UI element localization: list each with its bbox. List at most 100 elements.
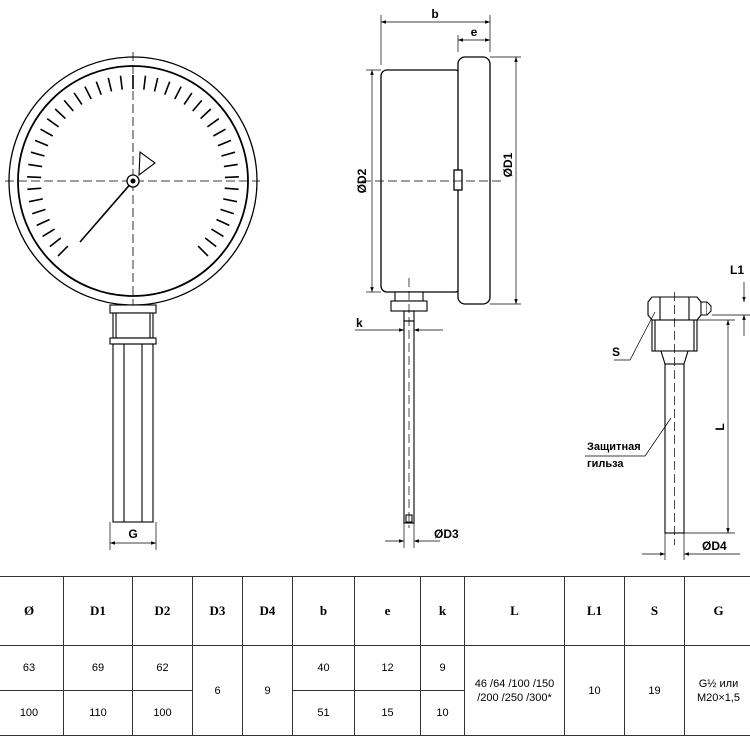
header-l1: L1 xyxy=(564,576,625,646)
side-case xyxy=(380,56,491,305)
dial-tick xyxy=(107,77,113,92)
cell-s: 19 xyxy=(624,645,685,736)
dial-tick xyxy=(224,176,239,179)
technical-drawing: G b e xyxy=(5,7,750,560)
cell-dia: 63 xyxy=(0,645,64,691)
front-connection-fitting xyxy=(109,304,157,339)
header-dia: Ø xyxy=(0,576,64,646)
dim-l-label: L xyxy=(713,423,727,430)
dial-tick xyxy=(73,92,83,105)
dial-tick xyxy=(217,139,232,147)
dial-tick xyxy=(95,81,102,95)
dial-tick xyxy=(28,163,43,168)
cell-g-line1: G½ или xyxy=(698,677,739,690)
side-view: b e ØD2 ØD1 k xyxy=(355,7,521,548)
sleeve-label-line1: Защитная xyxy=(587,441,641,453)
dial-tick xyxy=(206,118,220,128)
dim-d4-label: ØD4 xyxy=(702,539,727,553)
cell-k: 10 xyxy=(420,690,465,736)
s-label: S xyxy=(612,345,620,359)
cell-d1: 110 xyxy=(63,690,133,736)
cell-b: 40 xyxy=(292,645,355,691)
dim-g-label: G xyxy=(128,527,137,541)
s-leader-line xyxy=(614,311,656,361)
dial-tick xyxy=(197,245,209,257)
dim-d4 xyxy=(642,533,740,560)
dial-tick xyxy=(153,77,159,92)
dial-tick xyxy=(42,228,56,238)
table-row: 100 110 100 51 15 10 xyxy=(0,690,750,736)
dim-l1 xyxy=(712,282,750,336)
dim-e-label: e xyxy=(471,25,478,39)
dial-tick xyxy=(84,86,92,100)
dial-tick xyxy=(36,218,50,227)
cell-d2: 62 xyxy=(132,645,193,691)
dial-tick xyxy=(143,75,147,90)
dim-g xyxy=(109,522,157,550)
cell-d1: 69 xyxy=(63,645,133,691)
cell-l-line2: /200 /250 /300* xyxy=(477,691,552,704)
sleeve-leader-line xyxy=(585,417,672,457)
dial-tick xyxy=(223,198,238,203)
front-stem xyxy=(109,337,157,523)
header-l: L xyxy=(464,576,565,646)
side-stem xyxy=(403,310,415,524)
header-d1: D1 xyxy=(63,576,133,646)
dim-k-label: k xyxy=(356,316,363,330)
cell-d3: 6 xyxy=(192,645,243,736)
cell-g-line2: M20×1,5 xyxy=(696,691,741,704)
table-header-row: Ø D1 D2 D3 D4 b e k L L1 S G xyxy=(0,576,750,646)
dim-d1 xyxy=(490,56,521,305)
cell-dia: 100 xyxy=(0,690,64,736)
dial-tick xyxy=(210,228,224,238)
dial-tick xyxy=(220,208,235,215)
dim-d3-label: ØD3 xyxy=(434,527,459,541)
cell-l1: 10 xyxy=(564,645,625,736)
dial-tick xyxy=(30,151,45,157)
pointer-needle xyxy=(79,150,156,243)
dial-tick xyxy=(212,128,226,137)
cell-e: 12 xyxy=(354,645,421,691)
dial-tick xyxy=(27,176,42,179)
dial-tick xyxy=(164,81,171,95)
dial-tick xyxy=(31,208,46,215)
cell-d4: 9 xyxy=(242,645,293,736)
specification-table: Ø D1 D2 D3 D4 b e k L L1 S G 63 69 62 6 … xyxy=(0,576,750,736)
dim-d3 xyxy=(385,522,440,548)
dial-tick xyxy=(49,237,62,248)
header-k: k xyxy=(420,576,465,646)
dim-k xyxy=(355,321,443,338)
cell-b: 51 xyxy=(292,690,355,736)
dim-e xyxy=(457,35,490,52)
dial-tick xyxy=(224,187,239,191)
dial-tick xyxy=(174,86,182,100)
dial-tick xyxy=(216,218,230,227)
header-d3: D3 xyxy=(192,576,243,646)
cell-l: 46 /64 /100 /150 /200 /250 /300* xyxy=(464,645,565,736)
dim-b xyxy=(380,15,491,65)
cell-l-line1: 46 /64 /100 /150 xyxy=(474,677,555,690)
cell-g: G½ или M20×1,5 xyxy=(684,645,750,736)
dial-tick xyxy=(54,108,66,120)
cell-d2: 100 xyxy=(132,690,193,736)
dial-tick xyxy=(40,128,54,137)
dial-tick xyxy=(183,92,193,105)
dial-tick xyxy=(221,151,236,157)
front-view: G xyxy=(5,52,260,550)
dial-tick xyxy=(192,99,203,112)
dial-tick xyxy=(63,99,74,112)
dim-l1-label: L1 xyxy=(730,263,744,277)
dim-d2-label: ØD2 xyxy=(355,168,369,193)
header-d4: D4 xyxy=(242,576,293,646)
dim-b-label: b xyxy=(431,7,438,21)
dim-d1-label: ØD1 xyxy=(501,152,515,177)
dial-tick xyxy=(57,245,69,257)
header-s: S xyxy=(624,576,685,646)
dial-tick xyxy=(34,139,49,147)
table-row: 63 69 62 6 9 40 12 9 46 /64 /100 /150 /2… xyxy=(0,645,750,736)
dim-l xyxy=(684,319,735,534)
dial-tick xyxy=(28,198,43,203)
front-centerlines xyxy=(5,52,260,310)
dial-tick xyxy=(27,187,42,191)
header-g: G xyxy=(684,576,750,646)
